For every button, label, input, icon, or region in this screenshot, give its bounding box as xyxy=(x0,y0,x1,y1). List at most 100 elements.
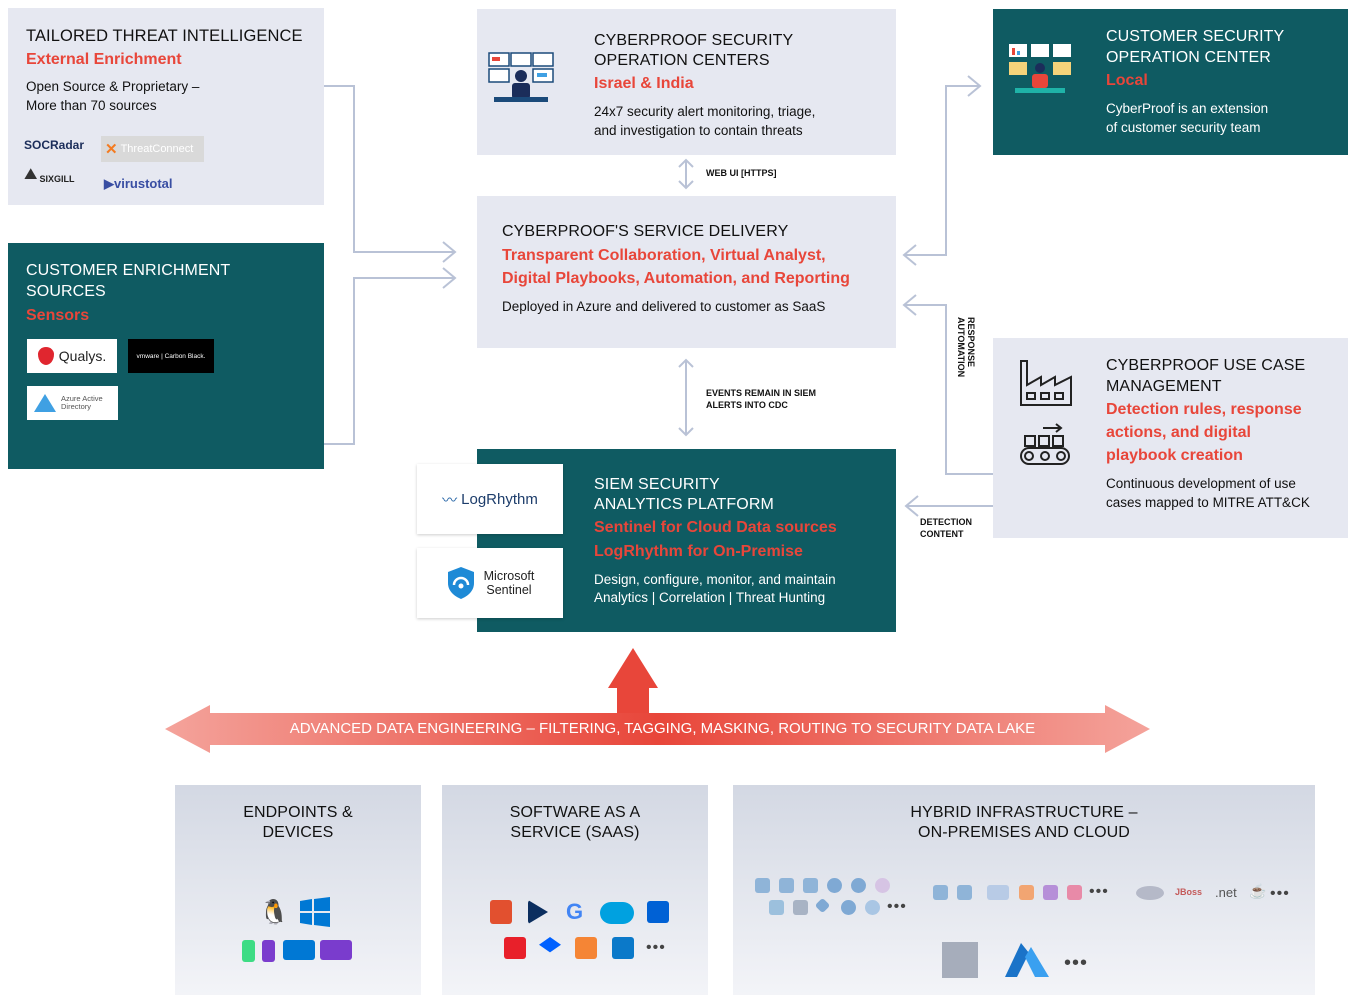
threatconnect-label: ThreatConnect xyxy=(120,143,194,155)
database-icon xyxy=(779,878,794,893)
server-icon xyxy=(827,878,842,893)
threat-intel-panel: TAILORED THREAT INTELLIGENCE External En… xyxy=(8,8,324,205)
salesforce-icon xyxy=(600,902,634,924)
server-icon xyxy=(851,878,866,893)
logrhythm-label: LogRhythm xyxy=(461,490,538,508)
data-engineering-arrow xyxy=(165,648,1150,753)
customer-soc-panel: CUSTOMER SECURITY OPERATION CENTER Local… xyxy=(993,9,1348,155)
threatconnect-logo: ✕ ThreatConnect xyxy=(101,136,204,162)
customer-enrichment-panel: CUSTOMER ENRICHMENT SOURCES Sensors Qual… xyxy=(8,243,324,469)
carbon-black-label: vmware | Carbon Black. xyxy=(136,352,206,360)
endpoints-panel: ENDPOINTS & DEVICES 🐧 xyxy=(175,785,421,995)
customer-enrichment-title-2: SOURCES xyxy=(26,283,106,300)
customer-soc-subtitle: Local xyxy=(1106,72,1148,89)
apple-device-icon xyxy=(262,940,275,962)
dropbox-icon xyxy=(539,937,561,953)
logrhythm-logo: 〰 LogRhythm xyxy=(417,464,563,534)
detection-label-1: DETECTION xyxy=(920,517,973,527)
use-case-desc-2: cases mapped to MITRE ATT&CK xyxy=(1106,495,1310,510)
data-engineering-banner-text: ADVANCED DATA ENGINEERING – FILTERING, T… xyxy=(289,720,1036,737)
servicenow-icon xyxy=(504,937,526,959)
api-icon xyxy=(987,885,1009,900)
customer-soc-desc-1: CyberProof is an extension xyxy=(1106,101,1269,116)
factory-icon xyxy=(1020,360,1072,406)
hybrid-more-icon-1: ••• xyxy=(887,898,907,915)
cyberproof-soc-desc-2: and investigation to contain threats xyxy=(594,123,803,138)
doc-icon xyxy=(793,900,808,915)
saas-title-1: SOFTWARE AS A xyxy=(509,804,641,821)
siem-desc-2: Analytics | Correlation | Threat Hunting xyxy=(594,590,826,605)
java-icon: ☕ xyxy=(1249,883,1267,899)
hybrid-more-icon-2: ••• xyxy=(1089,883,1109,900)
sentinel-logo: Microsoft Sentinel xyxy=(417,548,563,618)
cyberproof-soc-title-2: OPERATION CENTERS xyxy=(594,52,770,69)
soc-monitors-icon xyxy=(488,52,554,102)
service-icon xyxy=(1043,885,1058,900)
conveyor-gear-icon xyxy=(1020,423,1070,465)
hybrid-title-2: ON-PREMISES AND CLOUD xyxy=(918,824,1130,841)
siem-title-2: ANALYTICS PLATFORM xyxy=(594,496,774,513)
web-ui-label: WEB UI [HTTPS] xyxy=(706,168,777,178)
threatconnect-icon: ✕ xyxy=(105,141,118,158)
use-case-desc-1: Continuous development of use xyxy=(1106,476,1296,491)
threat-intel-desc-1: Open Source & Proprietary – xyxy=(26,79,200,94)
service-delivery-desc: Deployed in Azure and delivered to custo… xyxy=(502,299,826,314)
box-icon xyxy=(647,901,669,923)
windows-icon xyxy=(300,897,330,927)
windows-desktop-icon xyxy=(283,940,315,960)
hybrid-title-1: HYBRID INFRASTRUCTURE – xyxy=(910,804,1138,821)
home-icon xyxy=(769,900,784,915)
virustotal-label: virustotal xyxy=(114,176,173,191)
sixgill-label: SIXGILL xyxy=(39,174,75,184)
threat-intel-title: TAILORED THREAT INTELLIGENCE xyxy=(26,27,303,45)
threat-intel-desc-2: More than 70 sources xyxy=(26,98,157,113)
endpoints-title-2: DEVICES xyxy=(262,824,334,841)
siem-desc-1: Design, configure, monitor, and maintain xyxy=(594,572,836,587)
database-icon xyxy=(755,878,770,893)
hybrid-more-icon-4: ••• xyxy=(1064,952,1089,974)
response-label-1: RESPONSE xyxy=(966,317,976,368)
qualys-logo: Qualys. xyxy=(27,339,117,373)
saas-title-2: SERVICE (SAAS) xyxy=(510,824,640,841)
customer-enrichment-subtitle: Sensors xyxy=(26,307,90,324)
service-icon xyxy=(1067,885,1082,900)
use-case-subtitle-2: actions, and digital xyxy=(1106,424,1251,441)
events-label-1: EVENTS REMAIN IN SIEM xyxy=(706,388,817,398)
mac-desktop-icon xyxy=(320,940,352,960)
saas-panel: SOFTWARE AS A SERVICE (SAAS) G ••• xyxy=(442,785,708,995)
threat-intel-subtitle: External Enrichment xyxy=(26,51,182,68)
use-case-subtitle-3: playbook creation xyxy=(1106,447,1243,464)
cyberproof-soc-title-1: CYBERPROOF SECURITY xyxy=(594,32,794,49)
database-icon xyxy=(803,878,818,893)
azure-pyramid-icon xyxy=(34,394,56,412)
use-case-title-1: CYBERPROOF USE CASE xyxy=(1106,357,1306,374)
office365-icon xyxy=(490,900,512,924)
qualys-label: Qualys. xyxy=(58,348,107,364)
diamond-icon xyxy=(814,897,831,914)
azure-ad-logo: Azure Active Directory xyxy=(27,386,118,420)
customer-soc-title-1: CUSTOMER SECURITY xyxy=(1106,28,1285,45)
service-delivery-subtitle-2: Digital Playbooks, Automation, and Repor… xyxy=(502,270,850,287)
network-icon xyxy=(875,878,890,893)
detection-label-2: CONTENT xyxy=(920,529,964,539)
customer-soc-icon xyxy=(1009,44,1071,93)
hybrid-panel: HYBRID INFRASTRUCTURE – ON-PREMISES AND … xyxy=(733,785,1315,995)
saas-more-icon: ••• xyxy=(646,939,666,956)
customer-soc-desc-2: of customer security team xyxy=(1106,120,1261,135)
cyberproof-soc-subtitle: Israel & India xyxy=(594,75,694,92)
service-delivery-subtitle-1: Transparent Collaboration, Virtual Analy… xyxy=(502,247,826,264)
service-delivery-panel: CYBERPROOF'S SERVICE DELIVERY Transparen… xyxy=(477,196,896,348)
cyberproof-soc-panel: CYBERPROOF SECURITY OPERATION CENTERS Is… xyxy=(477,9,896,155)
customer-soc-title-2: OPERATION CENTER xyxy=(1106,49,1271,66)
cyberproof-soc-desc-1: 24x7 security alert monitoring, triage, xyxy=(594,104,816,119)
android-device-icon xyxy=(242,940,255,962)
events-label-2: ALERTS INTO CDC xyxy=(706,400,788,410)
globe-icon xyxy=(841,900,856,915)
siem-subtitle-1: Sentinel for Cloud Data sources xyxy=(594,519,837,536)
customer-enrichment-title-1: CUSTOMER ENRICHMENT xyxy=(26,262,231,279)
siem-title-1: SIEM SECURITY xyxy=(594,476,720,493)
linux-icon: 🐧 xyxy=(259,899,289,926)
use-case-title-2: MANAGEMENT xyxy=(1106,378,1222,395)
aws-box-icon xyxy=(575,937,597,959)
